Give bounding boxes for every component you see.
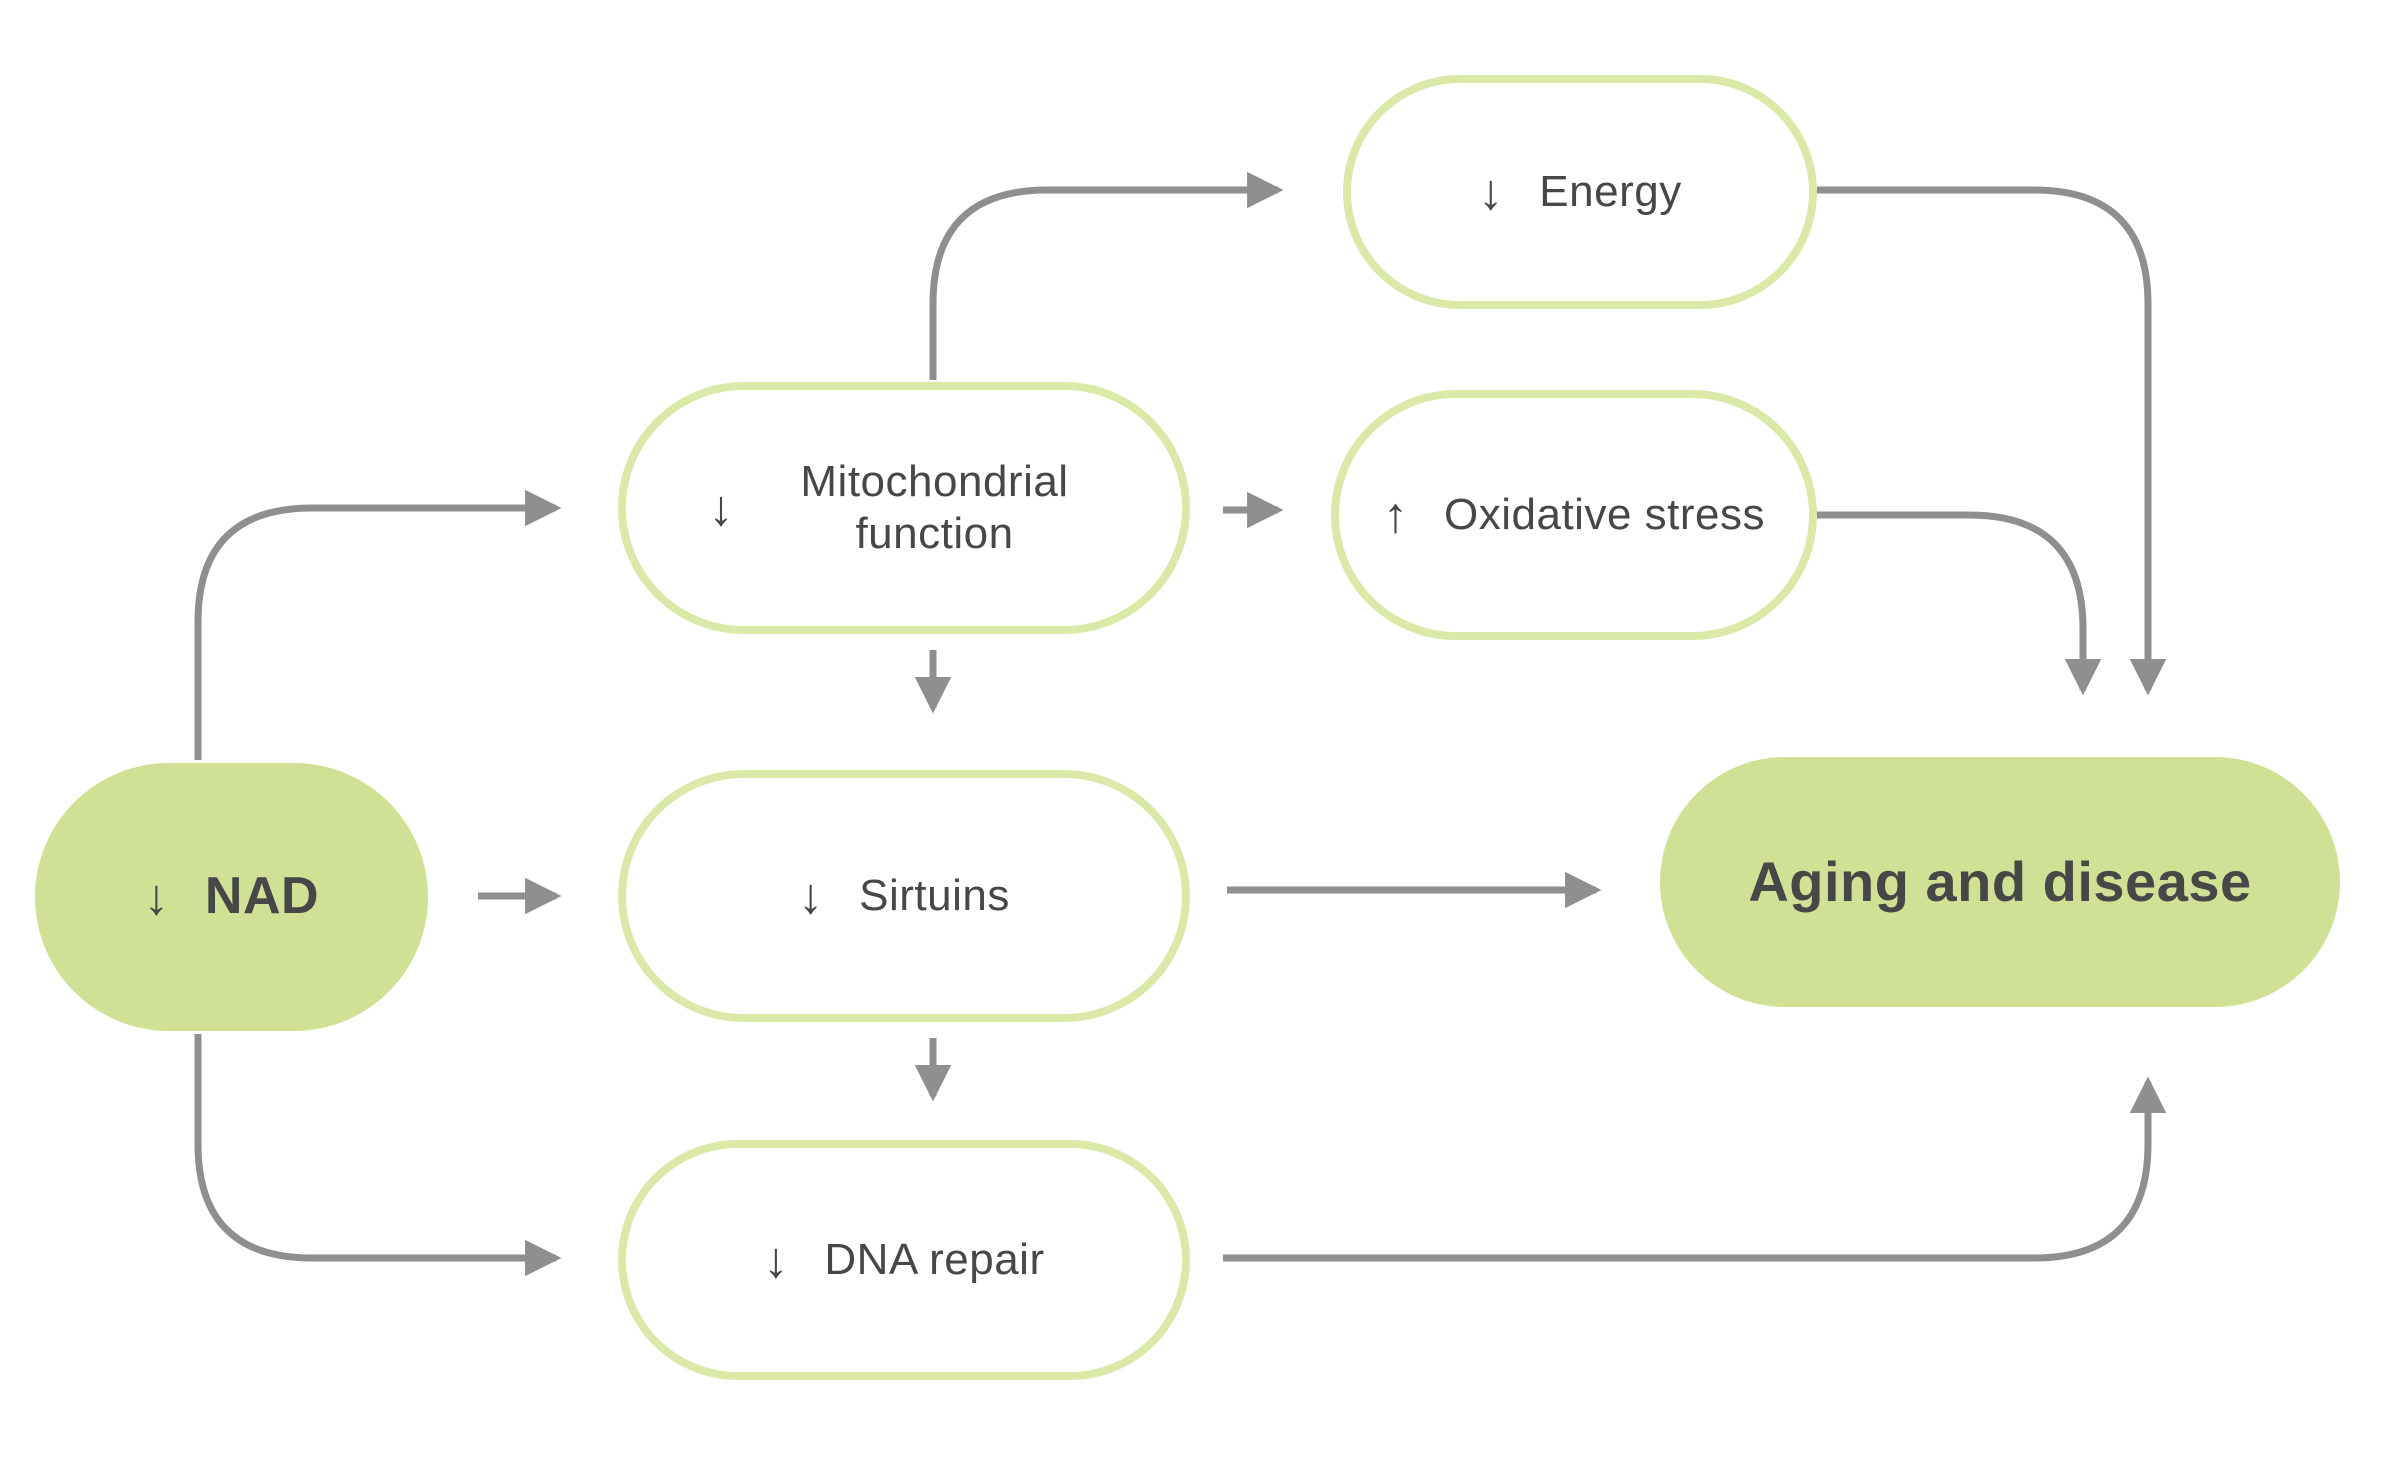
down-arrow-icon: ↓ [708, 480, 734, 536]
node-aging-and-disease: Aging and disease [1660, 757, 2340, 1007]
node-energy: ↓ Energy [1343, 75, 1817, 309]
edge-nad-to-dna-repair [194, 1034, 562, 1277]
down-arrow-icon: ↓ [798, 868, 824, 924]
down-arrow-icon: ↓ [1478, 164, 1504, 220]
node-label: NAD [204, 867, 320, 926]
node-label: Oxidative stress [1444, 490, 1765, 540]
node-label: Aging and disease [1748, 849, 2252, 913]
node-mitochondrial-function: ↓ Mitochondrial function [618, 382, 1190, 634]
node-label: Mitochondrial function [800, 457, 1069, 558]
node-dna-repair: ↓ DNA repair [618, 1140, 1190, 1380]
down-arrow-icon: ↓ [763, 1232, 789, 1288]
edge-dna-repair-to-aging-and-disease [1223, 1076, 2167, 1262]
edge-energy-to-aging-and-disease [1817, 186, 2167, 696]
node-oxidative-stress: ↑ Oxidative stress [1331, 390, 1817, 640]
node-label: Energy [1539, 167, 1682, 217]
edge-nad-to-mitochondrial-function [194, 489, 562, 760]
down-arrow-icon: ↓ [143, 869, 169, 925]
node-label: DNA repair [824, 1235, 1045, 1285]
node-nad: ↓ NAD [35, 763, 428, 1031]
node-label: Sirtuins [859, 871, 1010, 921]
node-sirtuins: ↓ Sirtuins [618, 770, 1190, 1022]
edge-mitochondrial-function-to-energy [929, 171, 1284, 380]
up-arrow-icon: ↑ [1383, 487, 1408, 543]
edge-oxidative-stress-to-aging-and-disease [1817, 511, 2102, 696]
